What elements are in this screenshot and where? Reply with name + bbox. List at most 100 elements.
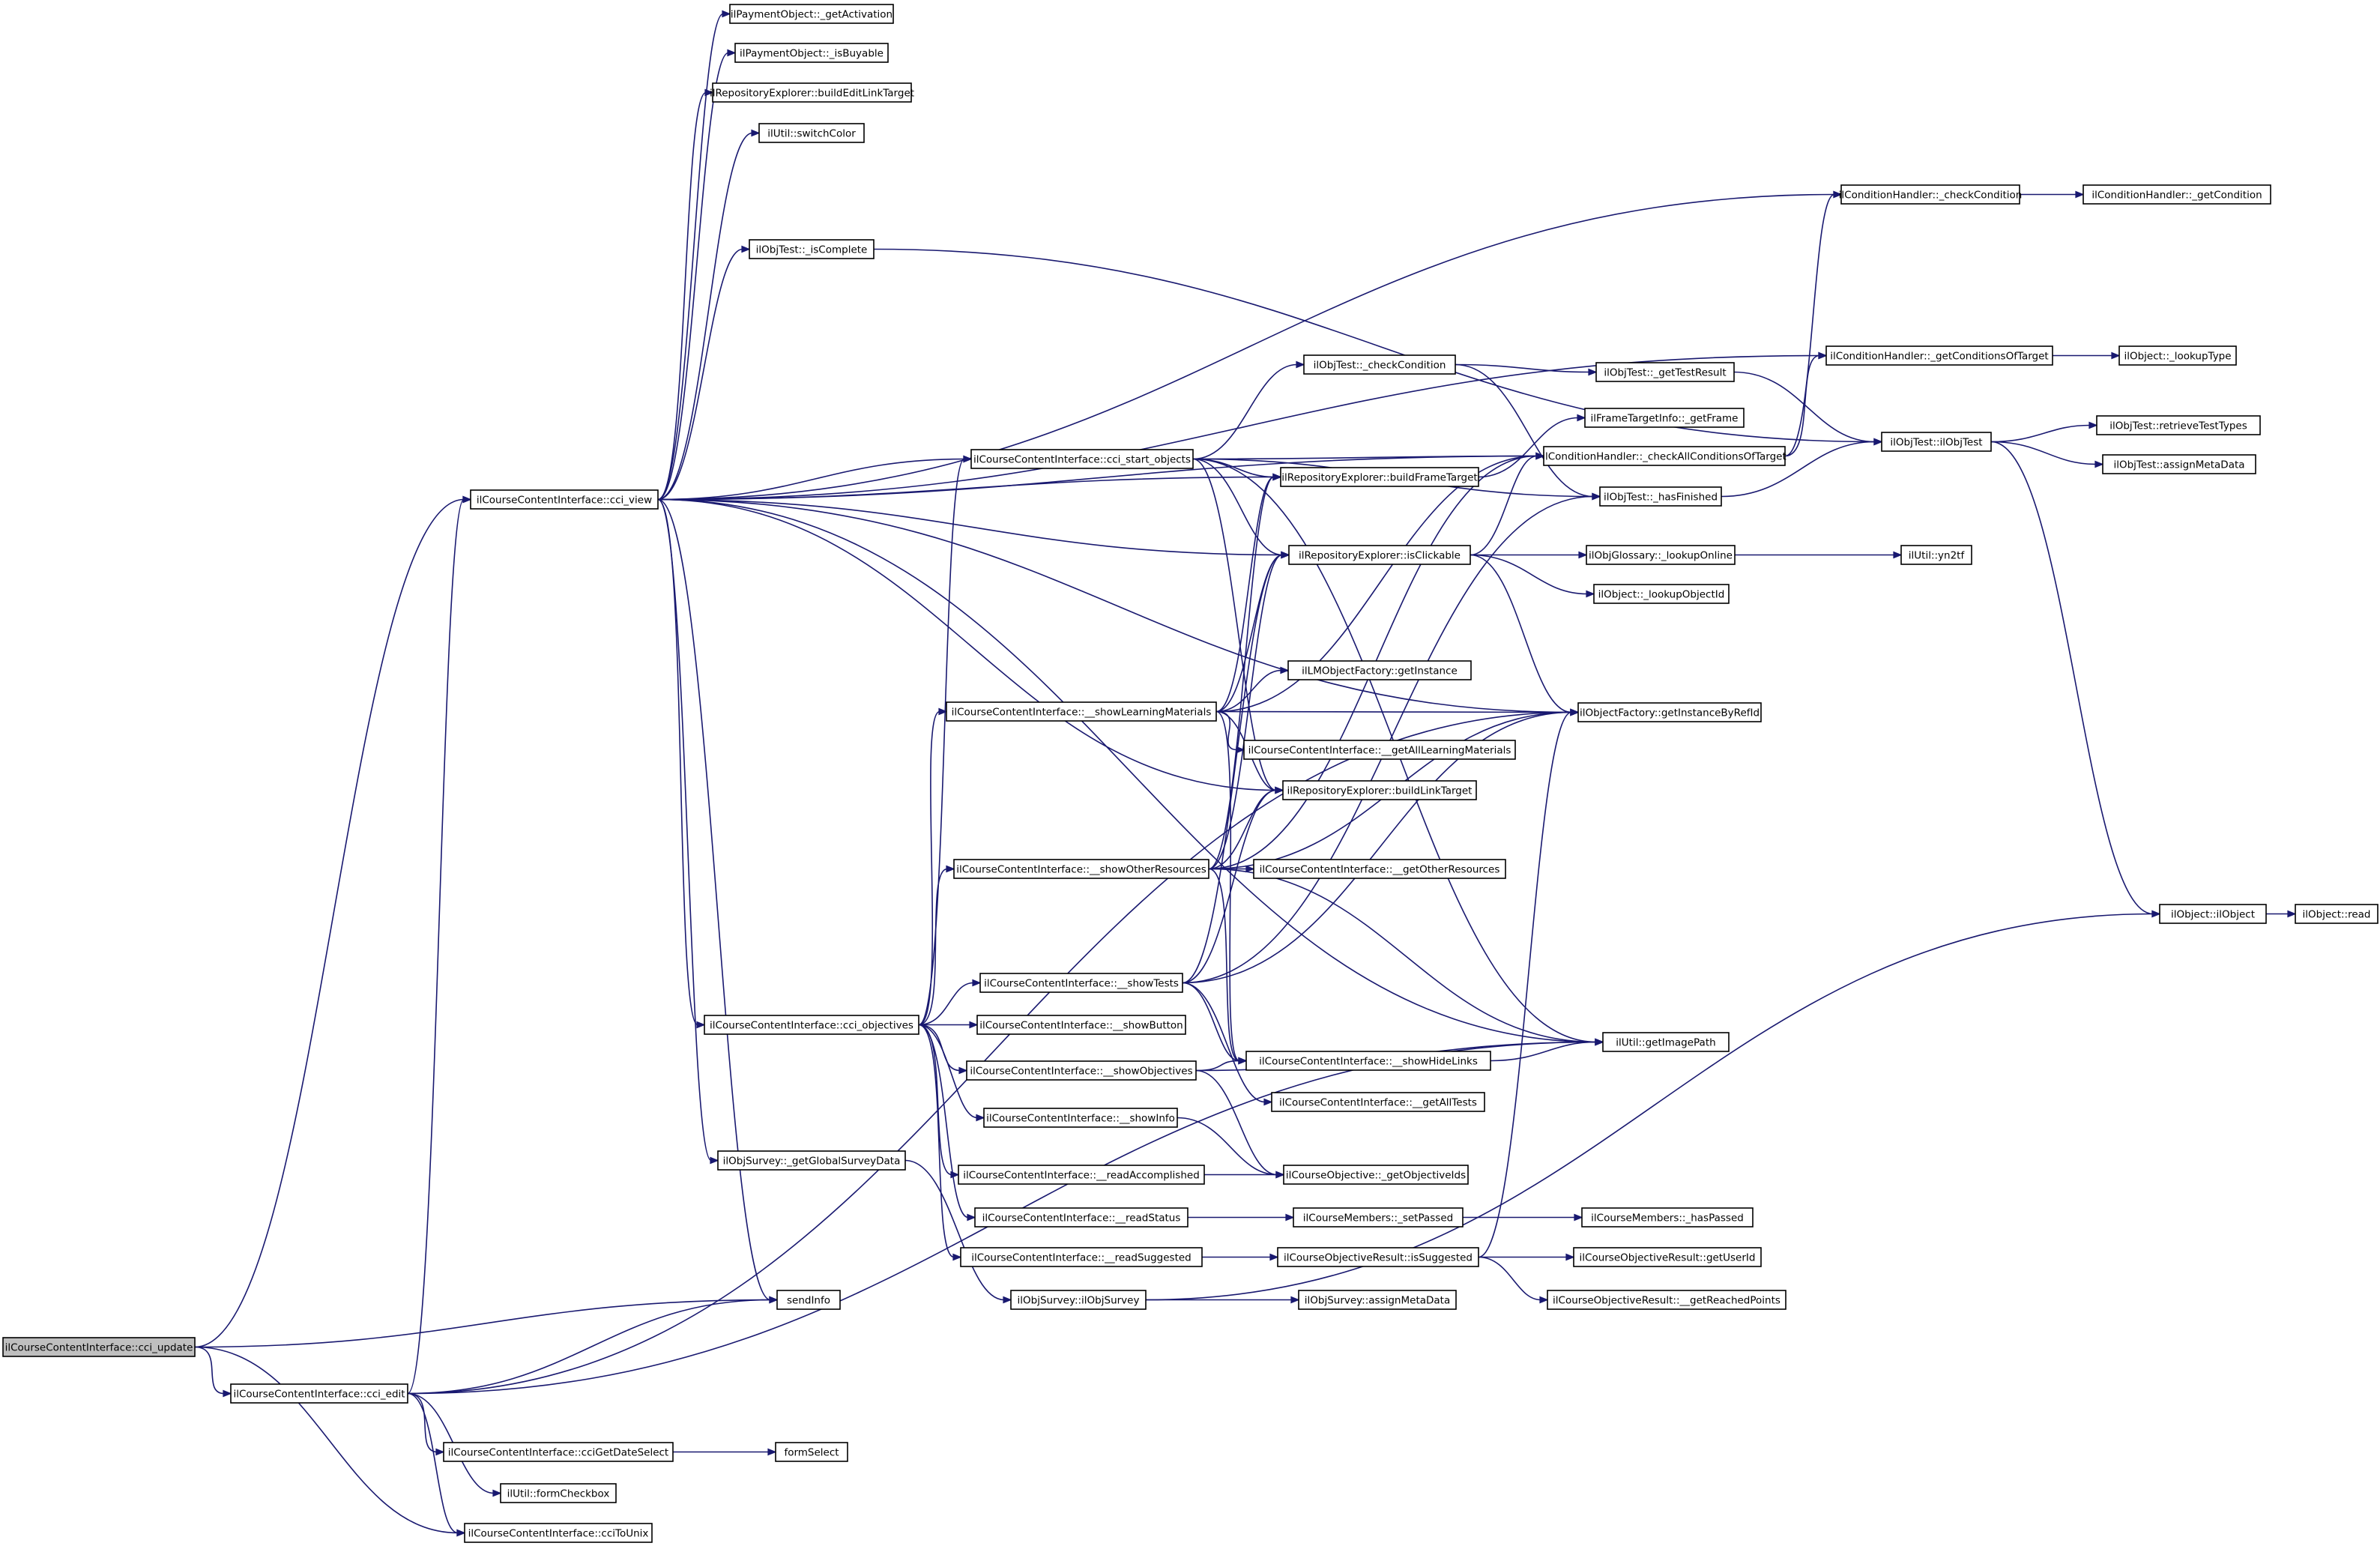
- node-showLearningMaterials[interactable]: ilCourseContentInterface::__showLearning…: [946, 701, 1217, 722]
- node-getConditionsOfTarget[interactable]: ilConditionHandler::_getConditionsOfTarg…: [1825, 345, 2053, 366]
- edge-line: [657, 13, 724, 501]
- node-showButton[interactable]: ilCourseContentInterface::__showButton: [976, 1015, 1186, 1035]
- node-getCondition[interactable]: ilConditionHandler::_getCondition: [2082, 184, 2271, 205]
- node-box: [1287, 660, 1472, 680]
- node-getGlobalSurveyData[interactable]: ilObjSurvey::_getGlobalSurveyData: [717, 1150, 906, 1171]
- node-ilObjTest[interactable]: ilObjTest::ilObjTest: [1881, 432, 1992, 452]
- node-ilObjSurvey[interactable]: ilObjSurvey::ilObjSurvey: [1010, 1290, 1147, 1310]
- node-label: ilCourseMembers::_setPassed: [1303, 1213, 1453, 1225]
- edge-arrowhead: [1595, 1038, 1604, 1046]
- node-formSelect[interactable]: formSelect: [775, 1442, 848, 1462]
- node-buildLinkTarget[interactable]: ilRepositoryExplorer::buildLinkTarget: [1282, 780, 1477, 800]
- node-checkAllConditionsOfTarget[interactable]: ilConditionHandler::_checkAllConditionsO…: [1542, 446, 1786, 466]
- edge-showLearningMaterials-to-isClickable: [1215, 551, 1290, 713]
- node-survAssignMetaData[interactable]: ilObjSurvey::assignMetaData: [1298, 1290, 1457, 1310]
- node-label: ilCourseContentInterface::__showOtherRes…: [956, 864, 1206, 876]
- node-getObjectiveIds[interactable]: ilCourseObjective::_getObjectiveIds: [1283, 1165, 1469, 1185]
- node-cciGetDateSelect[interactable]: ilCourseContentInterface::cciGetDateSele…: [443, 1442, 674, 1462]
- node-cci_edit[interactable]: ilCourseContentInterface::cci_edit: [230, 1383, 408, 1404]
- node-cciToUnix[interactable]: ilCourseContentInterface::cciToUnix: [464, 1523, 653, 1543]
- node-getOtherResources[interactable]: ilCourseContentInterface::__getOtherReso…: [1253, 859, 1506, 879]
- node-showTests[interactable]: ilCourseContentInterface::__showTests: [979, 973, 1183, 993]
- node-box: [775, 1442, 848, 1462]
- node-buildEditLinkTarget[interactable]: ilRepositoryExplorer::buildEditLinkTarge…: [710, 82, 914, 103]
- edge-arrowhead: [952, 1253, 962, 1261]
- edge-cci_view-to-isComplete: [657, 245, 751, 501]
- edge-arrowhead: [1570, 708, 1580, 716]
- edge-arrowhead: [1578, 551, 1588, 559]
- node-lookupObjectId[interactable]: ilObject::_lookupObjectId: [1593, 584, 1730, 604]
- edge-line: [1182, 711, 1572, 984]
- node-sendInfo[interactable]: sendInfo: [776, 1290, 841, 1310]
- edge-arrowhead: [696, 1021, 706, 1029]
- node-getTestResult[interactable]: ilObjTest::_getTestResult: [1595, 362, 1735, 382]
- edge-arrowhead: [710, 1156, 719, 1165]
- edge-readSuggested-to-isSuggested: [1202, 1253, 1279, 1261]
- node-getActivation[interactable]: ilPaymentObject::_getActivation: [729, 4, 894, 24]
- edge-line: [1784, 193, 1835, 457]
- edge-showTests-to-buildLinkTarget: [1182, 786, 1284, 984]
- node-checkCondition2[interactable]: ilConditionHandler::_checkCondition: [1839, 184, 2023, 205]
- node-formCheckbox[interactable]: ilUtil::formCheckbox: [500, 1483, 617, 1503]
- node-lookupOnline[interactable]: ilObjGlossary::_lookupOnline: [1586, 545, 1736, 565]
- edge-arrowhead: [1577, 414, 1586, 422]
- node-read[interactable]: ilObject::read: [2295, 904, 2379, 924]
- node-isSuggested[interactable]: ilCourseObjectiveResult::isSuggested: [1277, 1247, 1479, 1267]
- edge-buildFrameTarget-to-getFrame: [1478, 414, 1586, 478]
- node-yn2tf[interactable]: ilUtil::yn2tf: [1900, 545, 1972, 565]
- node-cci_view[interactable]: ilCourseContentInterface::cci_view: [470, 489, 659, 510]
- node-hasFinished[interactable]: ilObjTest::_hasFinished: [1599, 486, 1722, 507]
- node-box: [749, 239, 875, 259]
- node-box: [1282, 780, 1477, 800]
- edge-line: [1215, 476, 1275, 713]
- node-readSuggested[interactable]: ilCourseContentInterface::__readSuggeste…: [960, 1247, 1203, 1267]
- node-isClickable[interactable]: ilRepositoryExplorer::isClickable: [1288, 545, 1471, 565]
- node-getInstanceByRefId[interactable]: ilObjectFactory::getInstanceByRefId: [1577, 702, 1762, 722]
- node-label: ilObjTest::ilObjTest: [1890, 437, 1982, 449]
- node-switchColor[interactable]: ilUtil::switchColor: [758, 123, 865, 143]
- edge-showTests-to-getAllTests: [1182, 982, 1273, 1106]
- node-label: ilObject::ilObject: [2171, 909, 2255, 921]
- node-buildFrameTarget[interactable]: ilRepositoryExplorer::buildFrameTarget: [1280, 467, 1479, 487]
- node-getAllLearningMaterials[interactable]: ilCourseContentInterface::__getAllLearni…: [1243, 740, 1516, 760]
- node-label: ilPaymentObject::_getActivation: [731, 9, 892, 21]
- node-isComplete[interactable]: ilObjTest::_isComplete: [749, 239, 875, 259]
- node-getAllTests[interactable]: ilCourseContentInterface::__getAllTests: [1271, 1092, 1485, 1112]
- node-isBuyable[interactable]: ilPaymentObject::_isBuyable: [734, 43, 889, 63]
- node-readAccomplished[interactable]: ilCourseContentInterface::__readAccompli…: [958, 1165, 1205, 1185]
- node-lookupType[interactable]: ilObject::_lookupType: [2118, 345, 2237, 366]
- node-box: [976, 1015, 1186, 1035]
- edge-arrowhead: [1281, 551, 1290, 559]
- node-showHideLinks[interactable]: ilCourseContentInterface::__showHideLink…: [1245, 1051, 1491, 1071]
- edge-line: [918, 982, 974, 1026]
- node-hasPassed[interactable]: ilCourseMembers::_hasPassed: [1581, 1207, 1754, 1228]
- node-checkCondition[interactable]: ilObjTest::_checkCondition: [1303, 354, 1456, 375]
- node-ilObject[interactable]: ilObject::ilObject: [2159, 904, 2267, 924]
- node-readStatus[interactable]: ilCourseContentInterface::__readStatus: [974, 1207, 1189, 1228]
- node-getReachedPoints[interactable]: ilCourseObjectiveResult::__getReachedPoi…: [1547, 1290, 1786, 1310]
- node-box: [983, 1108, 1178, 1128]
- edge-line: [657, 132, 753, 501]
- node-showOtherResources[interactable]: ilCourseContentInterface::__showOtherRes…: [953, 859, 1209, 879]
- edge-arrowhead: [492, 1489, 502, 1497]
- node-cci_start_objects[interactable]: ilCourseContentInterface::cci_start_obje…: [970, 449, 1194, 469]
- edge-line: [407, 1392, 438, 1453]
- edge-showHideLinks-to-getImagePath: [1490, 1038, 1604, 1062]
- node-box: [1825, 345, 2053, 366]
- node-getInstance[interactable]: ilLMObjectFactory::getInstance: [1287, 660, 1472, 680]
- node-cci_update[interactable]: ilCourseContentInterface::cci_update: [2, 1337, 196, 1357]
- node-testAssignMetaData[interactable]: ilObjTest::assignMetaData: [2102, 454, 2256, 474]
- node-getUserId[interactable]: ilCourseObjectiveResult::getUserId: [1573, 1247, 1762, 1267]
- node-box: [470, 489, 659, 510]
- edge-getTestResult-to-ilObjTest: [1733, 371, 1883, 446]
- node-setPassed[interactable]: ilCourseMembers::_setPassed: [1293, 1207, 1464, 1228]
- node-getFrame[interactable]: ilFrameTargetInfo::_getFrame: [1584, 408, 1745, 428]
- node-cci_objectives[interactable]: ilCourseContentInterface::cci_objectives: [704, 1015, 919, 1035]
- edge-line: [1455, 363, 1594, 498]
- node-showInfo[interactable]: ilCourseContentInterface::__showInfo: [983, 1108, 1178, 1128]
- edge-line: [407, 1299, 771, 1395]
- node-retrieveTestTypes[interactable]: ilObjTest::retrieveTestTypes: [2096, 415, 2261, 435]
- edge-line: [1990, 441, 2097, 465]
- node-showObjectives[interactable]: ilCourseContentInterface::__showObjectiv…: [966, 1060, 1197, 1081]
- node-getImagePath[interactable]: ilUtil::getImagePath: [1602, 1032, 1730, 1052]
